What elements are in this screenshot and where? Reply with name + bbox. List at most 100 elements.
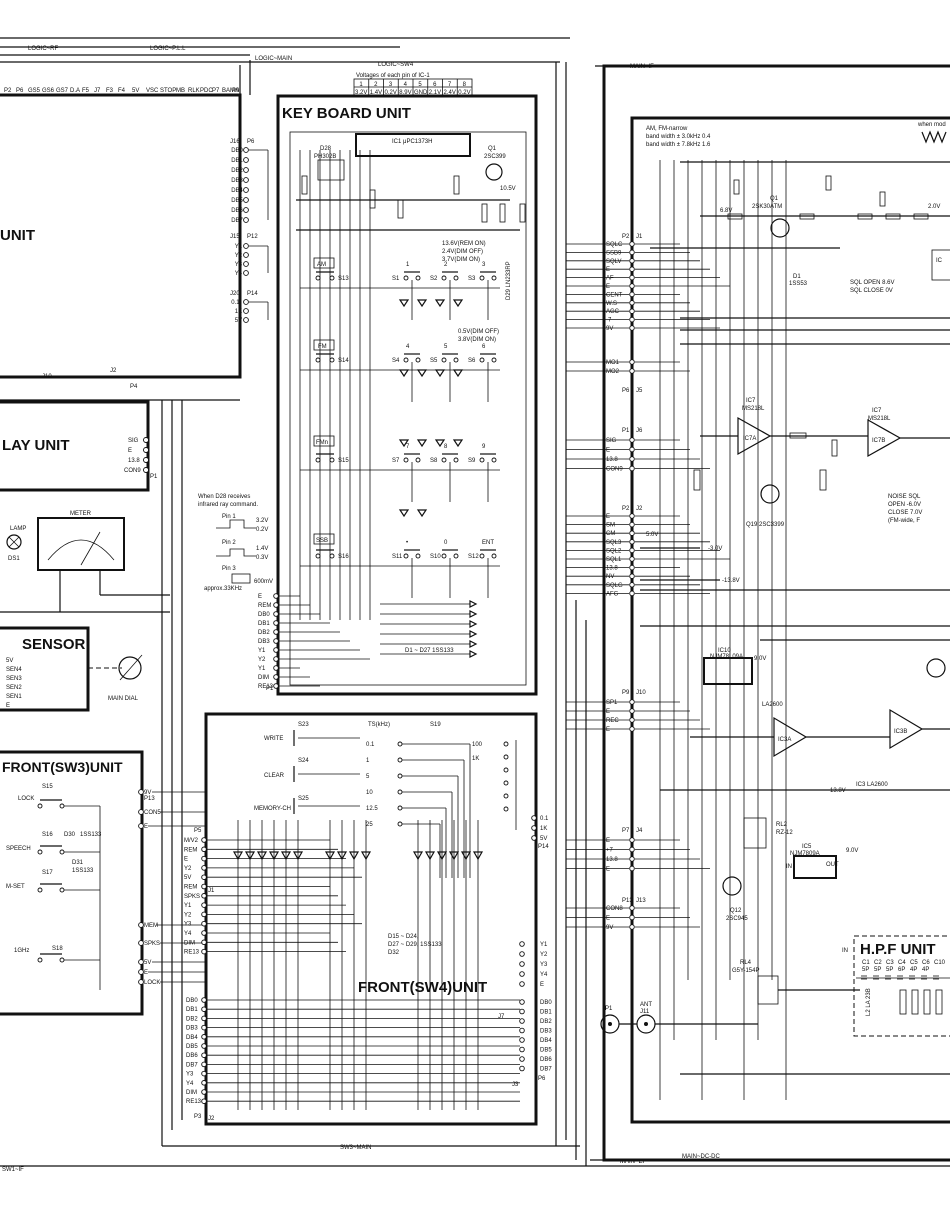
- kb-p1-pin-1: [273, 602, 279, 608]
- kb-diodes-note: D1 ~ D27 1SS133: [405, 648, 454, 654]
- note-dim-off: 2.4V(DIM OFF): [442, 249, 483, 255]
- ic3a-label: IC3A: [778, 737, 791, 743]
- main-dial-icon: [118, 656, 142, 680]
- kb-sw-a-8: [441, 357, 447, 363]
- kb-sw-b-12: [491, 457, 497, 463]
- main-conn-5-pin-3: [629, 865, 635, 872]
- s23-label: S23: [298, 722, 309, 728]
- ic5-out: OUT: [826, 862, 839, 868]
- j16-pin-6: [243, 207, 249, 213]
- ts-val-2: 5: [366, 774, 370, 780]
- sw3-pin-label-2: E: [144, 824, 148, 830]
- bus-logic-rf: LOGIC~RF: [28, 46, 59, 52]
- main-conn-0-label-10: 9V: [606, 326, 613, 332]
- kb-switch-grid: S13S14S15S16S11S22S33S44S55S66S77S88S99S…: [299, 150, 500, 658]
- kb-sw-b-13: [415, 553, 421, 559]
- kb-p1-pin-6: [273, 647, 279, 653]
- sensor-pin-1: SEN4: [6, 667, 22, 673]
- hpf-unit-box: [853, 935, 950, 1037]
- q12-transistor: [722, 876, 742, 896]
- sw4-rpin-label-4: E: [540, 982, 544, 988]
- kb-sw-a-12: [479, 457, 485, 463]
- keyboard-title: KEY BOARD UNIT: [282, 105, 411, 122]
- sensor-pin-2: SEN3: [6, 676, 22, 682]
- kb-diode-7: [452, 369, 464, 378]
- sw4-rdbpin-7: [519, 1065, 525, 1072]
- ts-contact-4: [397, 805, 403, 811]
- noise-sql-2: OPEN -6.0V: [888, 502, 921, 508]
- main-q1: Q1: [770, 196, 779, 202]
- main-conn-3-label-5: SQL1: [606, 557, 622, 563]
- ic7-label: IC7: [746, 398, 756, 404]
- kb-sw-label-10: S7: [392, 458, 400, 464]
- kb-sw-a-13: [403, 553, 409, 559]
- main-conn-3-label-9: AFG: [606, 591, 619, 597]
- sw4-p5: P5: [194, 828, 202, 834]
- main-conn-6-label-2: 9V: [606, 925, 613, 931]
- main-conn-3-pin-0: [629, 513, 635, 519]
- top-label-18: P9: [232, 88, 240, 94]
- disp-pin-3: CON9: [124, 468, 141, 474]
- j16-pin-3: [243, 177, 249, 183]
- ic7-part: MS218L: [742, 406, 765, 412]
- main-conn-0-label-4: AF: [606, 276, 614, 282]
- sw4-rdbpin-label-2: DB2: [540, 1019, 552, 1025]
- write-label: WRITE: [264, 736, 283, 742]
- j16-label-0: DB0: [231, 148, 243, 154]
- j15-label-1: Y2: [235, 253, 243, 259]
- ts-val-0: 0.1: [366, 742, 375, 748]
- main-conn-0-label-6: CENT: [606, 292, 623, 298]
- vt-val-1: 1.4V: [370, 90, 382, 96]
- sw4-rdbpin-3: [519, 1027, 525, 1034]
- kb-sw-b-9: [491, 357, 497, 363]
- kb-sw-label-14: S10: [430, 554, 441, 560]
- kb-diode-5: [416, 369, 428, 378]
- ir-pin2: Pin 2: [222, 540, 236, 546]
- sql-open: SQL OPEN 8.6V: [850, 280, 894, 286]
- kb-p1-label-2: DB0: [258, 612, 270, 618]
- sw4-rdbpin-4: [519, 1037, 525, 1043]
- sw4-dbpin-3: [201, 1024, 207, 1031]
- sw4-lpin-4: [201, 874, 207, 880]
- kb-p1-label-7: Y2: [258, 657, 266, 663]
- main-conn-0-label-7: W.S: [606, 301, 617, 307]
- sw3-pin-4: [138, 940, 144, 946]
- s25-label: S25: [298, 796, 309, 802]
- main-conn-3-label-7: NV: [606, 574, 614, 580]
- top-label-12: STOP: [160, 88, 176, 94]
- sensor-pin-0: 5V: [6, 658, 13, 664]
- kb-lsw-a-3: [315, 553, 321, 559]
- main-dial-label: MAIN DIAL: [108, 696, 139, 702]
- main-q1-transistor: [770, 218, 790, 238]
- d28-part: PH302B: [314, 154, 336, 160]
- kb-key-num-7: 8: [444, 444, 448, 450]
- main-conn-5-label-1: +7: [606, 848, 614, 854]
- kb-p1-label-10: RE13: [258, 684, 274, 690]
- kb-sw-b-7: [415, 357, 421, 363]
- hpf-cap-val-2: 5P: [886, 967, 893, 973]
- front-sw3-block: FRONT(SW3)UNIT S15 LOCK S16 SPEECH S17 M…: [0, 750, 205, 1016]
- kb-p1-label-6: Y1: [258, 648, 266, 654]
- main-conn-0-pin-4: [629, 274, 635, 281]
- kb-sw-b-15: [491, 553, 497, 559]
- q1-kb-transistor: [485, 163, 503, 181]
- q1-kb-part: 2SC399: [484, 154, 506, 160]
- sw4-diode-l2: D27 ~ D29, 1SS133: [388, 942, 442, 948]
- v-neg13: -13.8V: [722, 578, 740, 584]
- hpf-cap-val-5: 4P: [922, 967, 929, 973]
- main-conn-4-label-1: E: [606, 709, 610, 715]
- kb-diode-9: [416, 439, 428, 448]
- sw3-pin-label-6: E: [144, 970, 148, 976]
- vt-title: Voltages of each pin of IC-1: [356, 73, 430, 79]
- sw4-trpin-label-2: 5V: [540, 836, 547, 842]
- bus-sw1-if: SW1~IF: [2, 1167, 24, 1173]
- s24-label: S24: [298, 758, 309, 764]
- sw4-dbpin-9: [201, 1080, 207, 1086]
- voltage-table: Voltages of each pin of IC-1 13.2V21.4V3…: [353, 73, 473, 96]
- sw4-lpin-2: [201, 855, 207, 862]
- main-conn-0-label-8: AGC: [606, 309, 620, 315]
- j20-pin-2: [243, 317, 249, 323]
